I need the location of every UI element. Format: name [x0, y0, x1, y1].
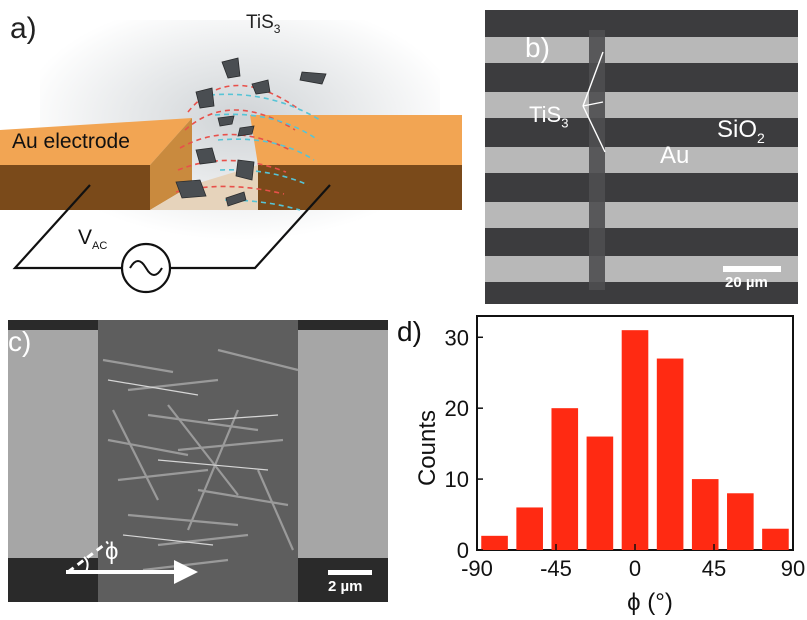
histogram-bar [481, 535, 508, 550]
panel-a: a) TiS3 Au electrode VAC [0, 0, 470, 305]
tis3-text-b: TiS [529, 102, 562, 127]
gap-region [98, 320, 298, 602]
electrode-label: Au electrode [12, 130, 130, 153]
panel-c-label: c) [8, 326, 32, 357]
panel-c: c) ϕ 2 µm [8, 320, 388, 602]
tis3-pointer-lines [582, 51, 606, 153]
left-electrode-top [0, 118, 192, 165]
electrode-stripes [485, 37, 798, 282]
angle-label: ϕ [105, 538, 119, 565]
circuit-wires [12, 184, 331, 270]
y-axis-label: Counts [414, 410, 441, 486]
scale-bar-c-label: 2 µm [328, 578, 363, 595]
histogram-bar [551, 408, 579, 550]
right-electrode-front [258, 165, 462, 210]
tis3-label-b: TiS3 [529, 102, 568, 130]
x-tick-label: 45 [702, 556, 726, 581]
tis3-flakes [175, 57, 327, 207]
x-axis-ticks: -90 -45 0 45 90 [461, 544, 805, 581]
tis3-text-a: TiS [246, 12, 274, 33]
tis3-subscript-a: 3 [273, 21, 281, 36]
tis3-whiskers [102, 348, 299, 572]
vac-label: VAC [78, 226, 107, 252]
tis3-whiskers-bright [107, 379, 279, 546]
angle-reference-line [67, 540, 109, 574]
sio2-subscript: 2 [757, 129, 765, 146]
panel-b: b) TiS3 Au SiO2 20 µm [485, 10, 798, 304]
y-axis-ticks: 0 10 20 30 [445, 325, 483, 563]
panel-b-optical-image [485, 10, 798, 304]
x-axis-label: ϕ (°) [627, 589, 673, 615]
vac-text: V [78, 226, 93, 249]
x-tick-label: 90 [781, 556, 805, 581]
histogram-bar [762, 528, 789, 550]
panel-d-label: d) [397, 316, 422, 347]
histogram-bar [691, 479, 719, 550]
scale-bar-b [723, 266, 781, 272]
au-label: Au [660, 142, 690, 169]
panel-b-label: b) [525, 32, 550, 63]
angle-histogram: -90 -45 0 45 90 0 10 20 30 ϕ (°) Counts [414, 315, 805, 616]
flake-deposits [589, 30, 605, 290]
tis3-subscript-b: 3 [561, 115, 569, 131]
panel-a-schematic [0, 20, 462, 294]
scale-bar-b-label: 20 µm [725, 274, 768, 291]
y-tick-label: 30 [445, 325, 469, 350]
x-tick-label: -45 [540, 556, 572, 581]
histogram-bar [516, 507, 543, 550]
histogram-bar [727, 493, 754, 550]
histogram-bar [656, 358, 684, 550]
y-tick-label: 10 [445, 467, 469, 492]
left-electrode-front [0, 165, 150, 210]
field-lines [175, 84, 321, 211]
histogram-bar [621, 330, 649, 550]
field-arrow-head [174, 560, 198, 584]
histogram-bars [481, 330, 789, 550]
y-tick-label: 0 [457, 538, 469, 563]
scale-bar-c [328, 570, 372, 575]
histogram-bar [586, 436, 614, 550]
x-tick-label: 0 [629, 556, 641, 581]
vac-subscript: AC [92, 240, 108, 253]
tis3-label-a: TiS3 [246, 12, 280, 36]
sio2-label: SiO2 [717, 116, 765, 146]
x-tick-label: -90 [461, 556, 493, 581]
panel-d: -90 -45 0 45 90 0 10 20 30 ϕ (°) Counts d) [395, 310, 805, 616]
sine-wave-icon [129, 260, 163, 276]
right-electrode-top [250, 115, 462, 165]
y-tick-label: 20 [445, 396, 469, 421]
panel-a-label: a) [10, 12, 37, 45]
sio2-text: SiO [717, 116, 758, 143]
panel-c-sem-image [8, 320, 388, 602]
